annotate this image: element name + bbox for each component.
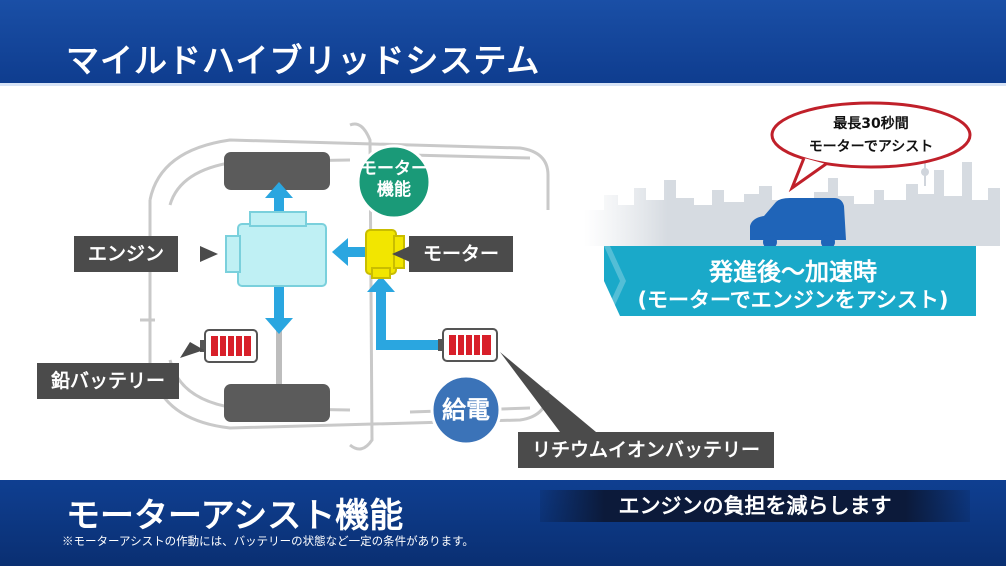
car-silhouette-icon: [750, 198, 846, 249]
hybrid-diagram: [140, 122, 596, 451]
scene-banner: [604, 246, 976, 316]
speech-bubble-icon: [770, 101, 972, 192]
banner-line-2: (モーターでエンジンをアシスト): [637, 288, 949, 312]
feature-title: モーターアシスト機能: [66, 496, 404, 536]
feature-tagline: エンジンの負担を減らします: [540, 490, 970, 522]
page-title: マイルドハイブリッドシステム: [66, 41, 541, 80]
power-supply-label: 給電: [442, 396, 490, 424]
label-pointers: [180, 246, 596, 432]
lithium-battery-icon: [438, 328, 498, 362]
motor-label: モーター: [409, 236, 514, 272]
lead-battery-label: 鉛バッテリー: [37, 363, 180, 399]
bubble-line-2: モーターでアシスト: [808, 139, 934, 155]
lead-battery-icon: [200, 329, 258, 363]
engine-label: エンジン: [74, 236, 179, 272]
bubble-line-1: 最長30秒間: [833, 116, 909, 132]
motor-function-circle: [356, 144, 432, 220]
engine-icon: [225, 211, 327, 287]
banner-line-1: 発進後～加速時: [709, 258, 877, 286]
footnote: ※モーターアシストの作動には、バッテリーの状態など一定の条件があります。: [62, 534, 474, 548]
motor-function-label: モーター 機能: [360, 159, 428, 200]
header-bar: [0, 0, 1006, 86]
lithium-battery-label: リチウムイオンバッテリー: [518, 432, 775, 468]
power-supply-circle: [430, 374, 502, 446]
